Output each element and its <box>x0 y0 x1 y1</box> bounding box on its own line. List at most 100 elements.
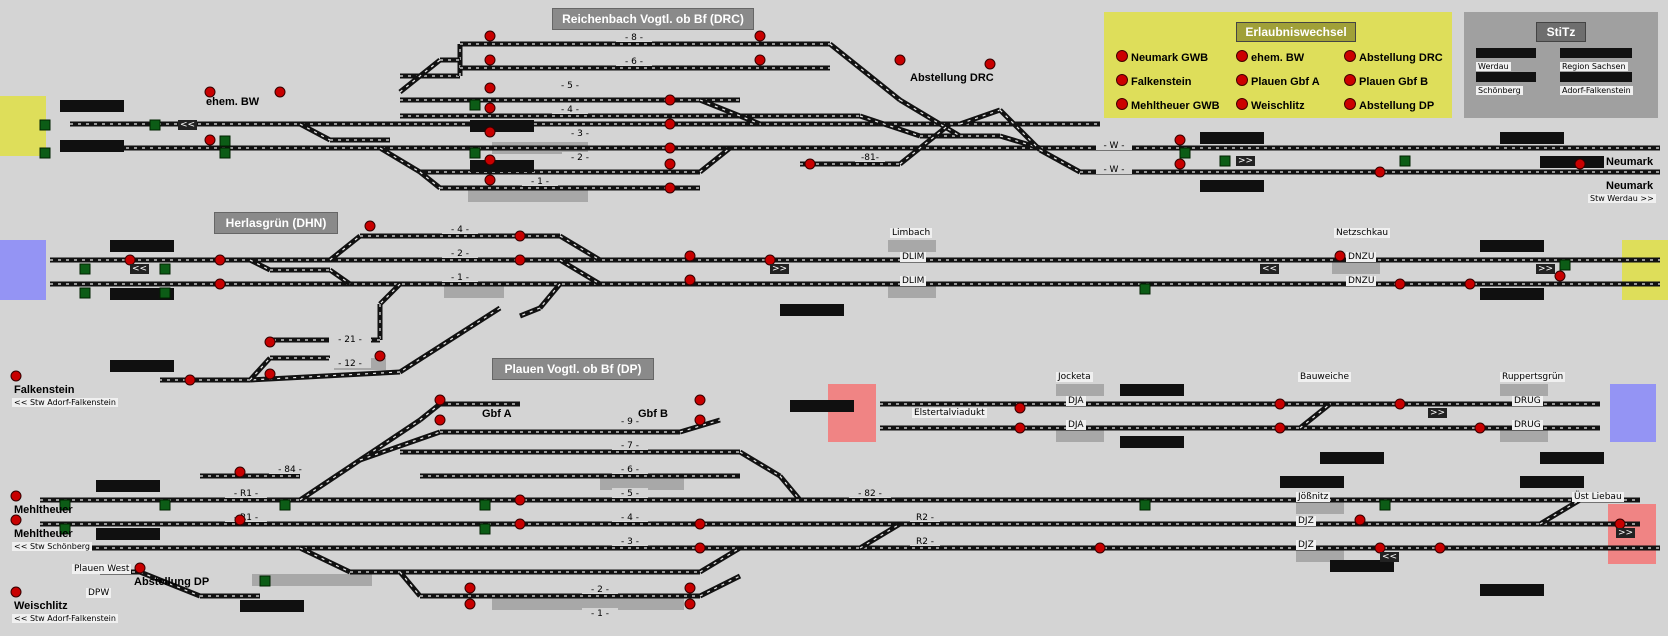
track-label: - 1 - <box>531 177 549 187</box>
track-label-bg <box>582 608 618 618</box>
track-label-bg <box>910 536 940 546</box>
signal-head-icon <box>1174 158 1186 170</box>
area-header-dp[interactable]: Plauen Vogtl. ob Bf (DP) <box>492 358 654 380</box>
signal-head-icon <box>1434 542 1446 554</box>
perm-neumark-gwb[interactable]: Neumark GWB <box>1116 50 1208 64</box>
track-label: - 5 - <box>561 81 579 91</box>
signal-head-icon <box>1574 158 1586 170</box>
signal-head-icon <box>1014 402 1026 414</box>
direction-marker[interactable]: << <box>130 264 150 274</box>
signal-base-icon <box>159 499 171 511</box>
signal-block <box>780 304 844 316</box>
perm-weischlitz[interactable]: Weischlitz <box>1236 98 1305 112</box>
signal-base-icon <box>479 499 491 511</box>
signal-base-icon <box>39 147 51 159</box>
signal-head-icon <box>1334 250 1346 262</box>
signal-icon <box>1344 50 1356 62</box>
zone-yellow-left <box>0 96 46 156</box>
perm-plauen-gbf-b[interactable]: Plauen Gbf B <box>1344 74 1428 88</box>
track-segment <box>558 257 602 287</box>
signal-base-icon <box>59 499 71 511</box>
direction-marker[interactable]: >> <box>1536 264 1556 274</box>
direction-marker[interactable]: << <box>1260 264 1280 274</box>
signal-head-icon <box>754 30 766 42</box>
signal-block <box>1120 436 1184 448</box>
signal-icon <box>1116 74 1128 86</box>
stitz-adorf-falkenstein[interactable]: Adorf-Falkenstein <box>1560 86 1633 95</box>
track-label: - 4 - <box>561 105 579 115</box>
station-gbf-b: Gbf B <box>638 408 668 420</box>
signal-base-icon <box>1399 155 1411 167</box>
track-segment-ties <box>899 123 951 165</box>
perm-abstellung-drc[interactable]: Abstellung DRC <box>1344 50 1443 64</box>
signal-block <box>1480 584 1544 596</box>
signal-head-icon <box>694 518 706 530</box>
signal-base-icon <box>1379 499 1391 511</box>
signal-head-icon <box>264 368 276 380</box>
perm-abstellung-dp[interactable]: Abstellung DP <box>1344 98 1434 112</box>
track-segment <box>959 107 1001 127</box>
station-neumark-sub: Stw Werdau >> <box>1588 194 1656 203</box>
track-label: - 7 - <box>621 441 639 451</box>
track-label-bg <box>269 464 311 474</box>
place-ruppertsgruen: Ruppertsgrün <box>1500 372 1566 382</box>
direction-marker[interactable]: << <box>178 120 198 130</box>
track-label-bg <box>855 152 885 162</box>
track-label-bg <box>612 440 648 450</box>
abbr-drug-1: DRUG <box>1512 396 1543 406</box>
signal-head-icon <box>1274 422 1286 434</box>
station-mehltheuer-sub: << Stw Schönberg <box>12 542 92 551</box>
track-segment-ties <box>829 43 901 101</box>
track-label-bg <box>582 584 618 594</box>
track-label-bg <box>552 104 588 114</box>
perm-mehltheuer-gwb[interactable]: Mehltheuer GWB <box>1116 98 1220 112</box>
track-segment-ties <box>249 259 271 271</box>
direction-marker[interactable]: >> <box>1616 528 1636 538</box>
station-weischlitz-sub: << Stw Adorf-Falkenstein <box>12 614 118 623</box>
signal-head-icon <box>684 274 696 286</box>
signal-head-icon <box>1094 542 1106 554</box>
direction-marker[interactable]: >> <box>1428 408 1448 418</box>
perm-falkenstein[interactable]: Falkenstein <box>1116 74 1192 88</box>
track-segment-ties <box>299 123 331 141</box>
track-label-bg <box>562 152 598 162</box>
signal-base-icon <box>79 263 91 275</box>
area-header-dhn[interactable]: Herlasgrün (DHN) <box>214 212 338 234</box>
track-segment <box>738 449 782 479</box>
signal-head-icon <box>694 414 706 426</box>
signal-head-icon <box>234 466 246 478</box>
area-header-drc[interactable]: Reichenbach Vogtl. ob Bf (DRC) <box>552 8 754 30</box>
signal-head-icon <box>10 514 22 526</box>
signal-block <box>1480 240 1544 252</box>
signal-block <box>790 400 854 412</box>
track-label: - 84 - <box>278 465 302 475</box>
signal-block <box>1280 476 1344 488</box>
stitz-schoenberg[interactable]: Schönberg <box>1476 86 1523 95</box>
perm-ehem-bw[interactable]: ehem. BW <box>1236 50 1304 64</box>
stitz-region-sachsen[interactable]: Region Sachsen <box>1560 62 1628 71</box>
signal-head-icon <box>214 254 226 266</box>
signal-icon <box>1116 98 1128 110</box>
track-segment-ties <box>399 307 501 373</box>
signal-head-icon <box>664 182 676 194</box>
direction-marker[interactable]: << <box>1380 552 1400 562</box>
track-label-bg <box>225 488 267 498</box>
place-joessnitz: Jößnitz <box>1296 492 1331 502</box>
stitz-werdau[interactable]: Werdau <box>1476 62 1511 71</box>
direction-marker[interactable]: >> <box>1236 156 1256 166</box>
signal-block <box>1500 132 1564 144</box>
zone-blue-left <box>0 240 46 300</box>
signal-head-icon <box>484 82 496 94</box>
track-segment-ties <box>519 307 541 317</box>
track-label-bg <box>522 176 558 186</box>
signals[interactable] <box>10 30 1626 610</box>
signal-head-icon <box>484 102 496 114</box>
signal-icon <box>1116 50 1128 62</box>
direction-marker[interactable]: >> <box>770 264 790 274</box>
track-segment-ties <box>999 109 1041 151</box>
signal-block <box>60 140 124 152</box>
signal-head-icon <box>484 154 496 166</box>
perm-plauen-gbf-a[interactable]: Plauen Gbf A <box>1236 74 1320 88</box>
signal-block <box>1200 132 1264 144</box>
station-mehltheuer-upper: Mehltheuer <box>14 504 73 516</box>
